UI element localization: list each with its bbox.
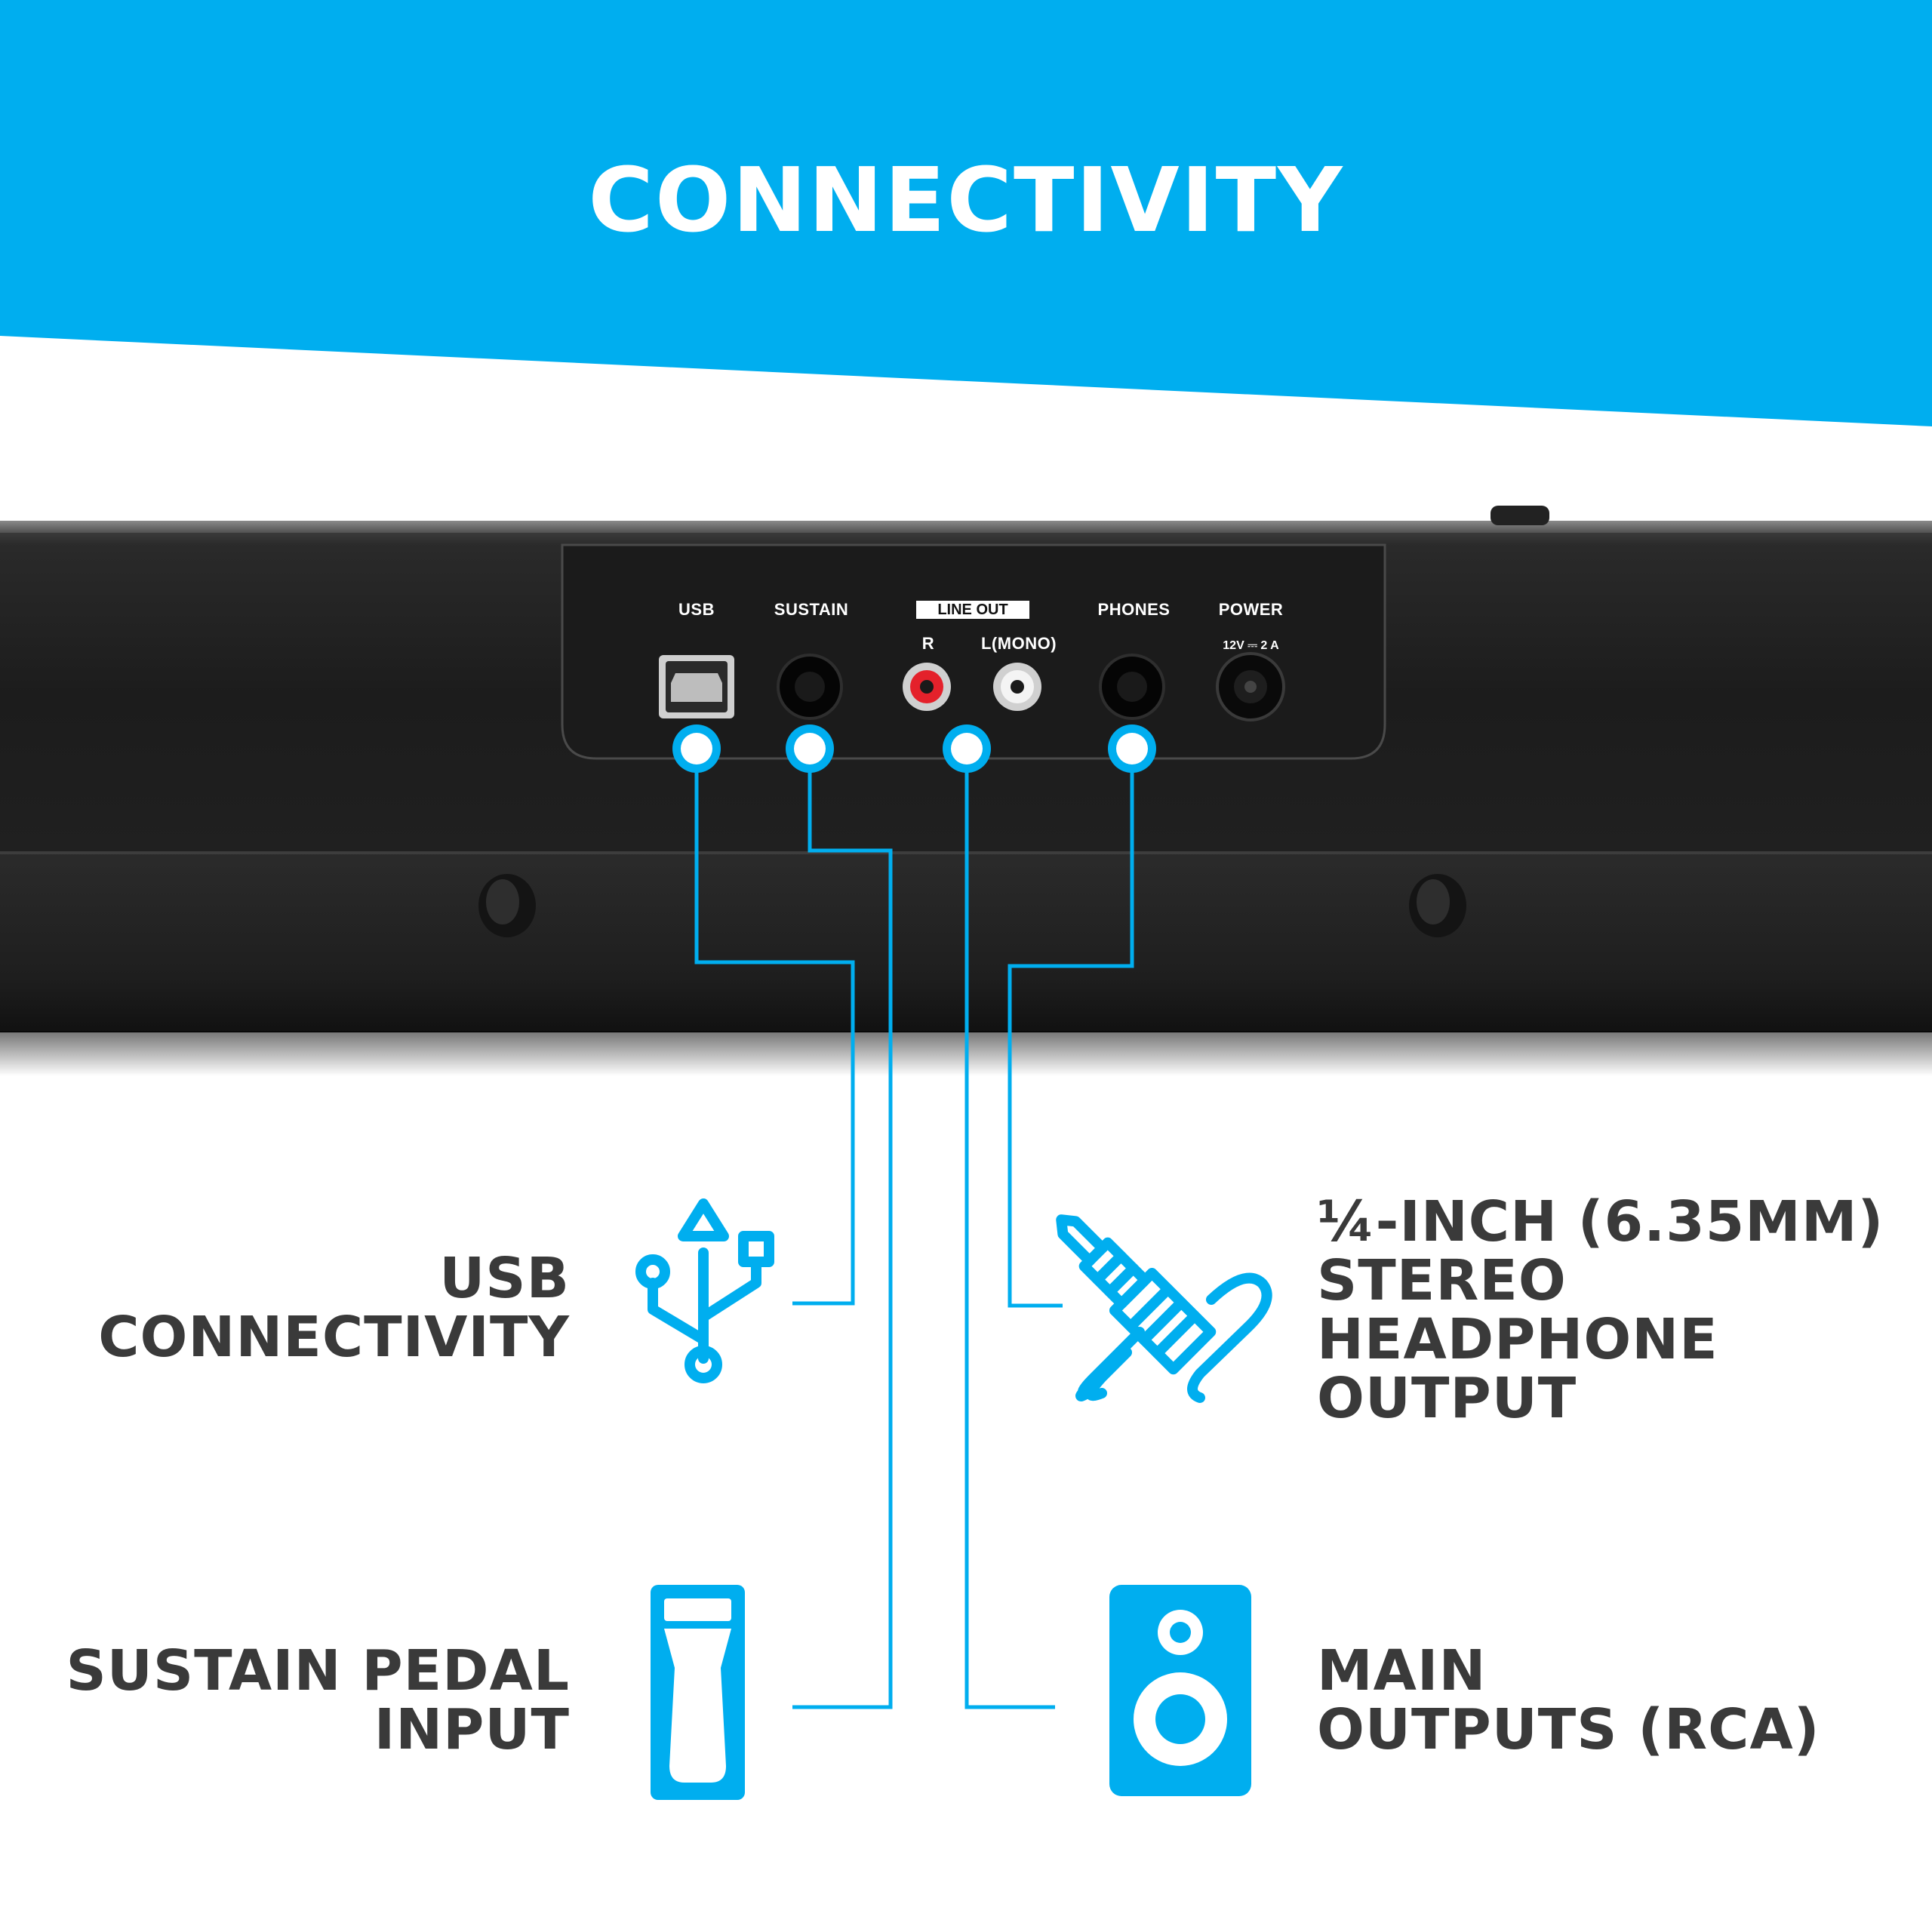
page-title: CONNECTIVITY [588,148,1344,252]
feature-usb-line-1: USB [439,1246,570,1311]
feature-sustain-label: SUSTAIN PEDAL INPUT [30,1641,570,1759]
panel-label-r: R [921,634,935,653]
feature-usb-line-2: CONNECTIVITY [98,1305,570,1370]
panel-label-power-spec: 12V ⎓ 2 A [1223,639,1279,652]
usb-icon [635,1198,774,1383]
header-band [0,0,1932,426]
feature-main-line-1: MAIN [1317,1638,1487,1703]
panel-label-sustain: SUSTAIN [774,600,849,619]
feature-headphone-line-3: HEADPHONE [1317,1307,1718,1372]
sustain-pedal-icon [651,1585,745,1800]
feature-sustain-line-1: SUSTAIN PEDAL [66,1638,570,1703]
panel-label-line-out: LINE OUT [916,601,1029,619]
callout-lines [694,751,1134,1709]
feature-main-line-2: OUTPUTS (RCA) [1317,1697,1820,1762]
feature-headphone-label: ¼-INCH (6.35MM) STEREO HEADPHONE OUTPUT [1317,1192,1913,1428]
feature-usb-label: USB CONNECTIVITY [60,1249,570,1367]
feature-main-label: MAIN OUTPUTS (RCA) [1317,1641,1913,1759]
feature-sustain-line-2: INPUT [374,1697,570,1762]
panel-label-power: POWER [1218,600,1284,619]
speaker-icon [1109,1585,1251,1796]
panel-label-usb: USB [678,600,715,619]
panel-label-l-mono: L(MONO) [980,634,1057,653]
feature-headphone-line-2: STEREO [1317,1248,1567,1313]
headphone-jack-icon [1056,1214,1272,1403]
panel-label-phones: PHONES [1097,600,1171,619]
feature-headphone-line-1: ¼-INCH (6.35MM) [1317,1189,1884,1254]
connector-panel [561,543,1386,760]
callout-dots [672,724,1156,773]
feature-headphone-line-4: OUTPUT [1317,1366,1577,1431]
